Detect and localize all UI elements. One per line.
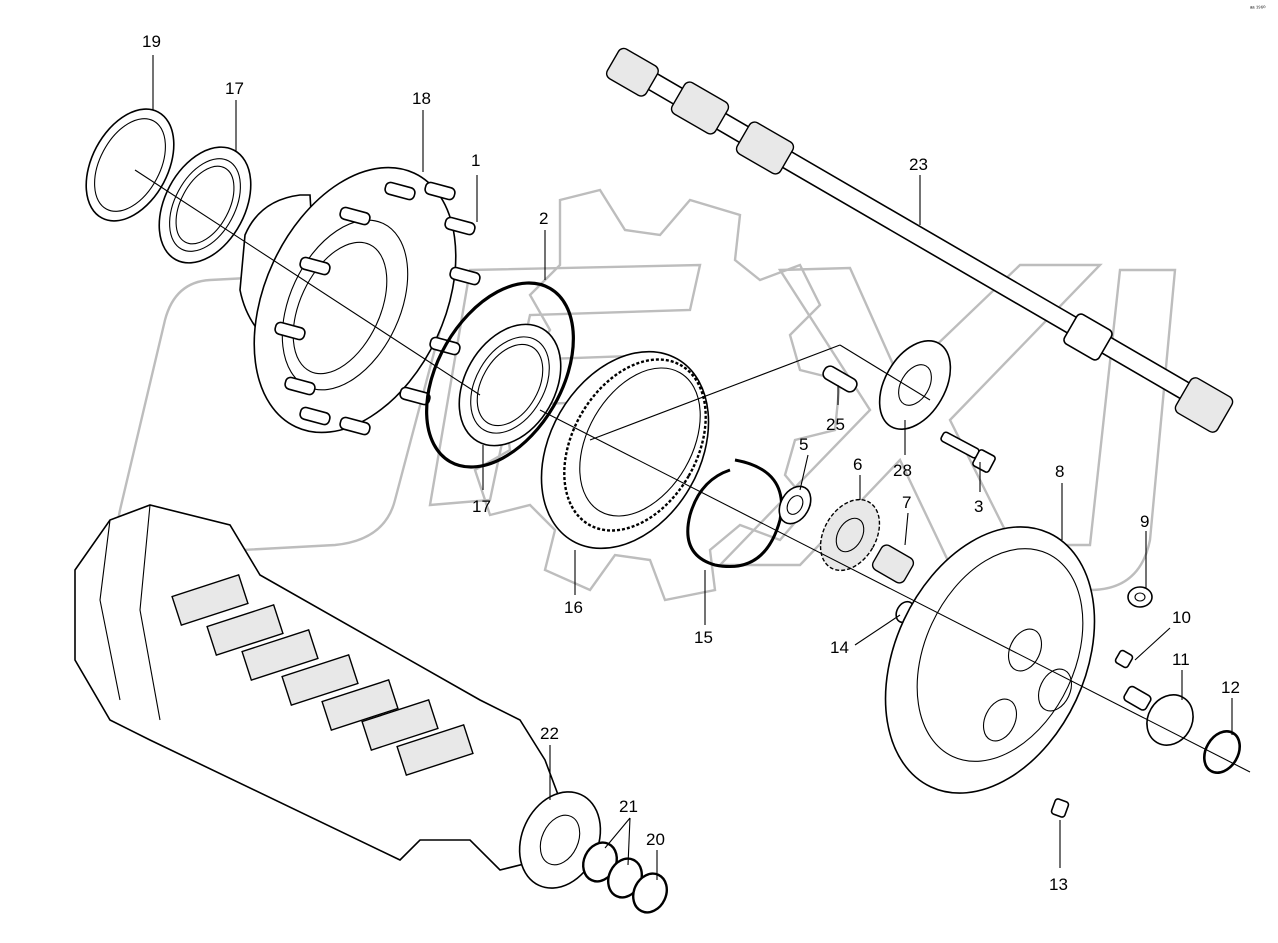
callout-3: 3: [974, 497, 983, 516]
callout-22: 22: [540, 724, 559, 743]
part-25-pin: [822, 365, 858, 393]
part-2-o-ring: [425, 281, 575, 469]
callout-28: 28: [893, 461, 912, 480]
callout-9: 9: [1140, 512, 1149, 531]
part-12-o-ring: [1203, 730, 1241, 774]
part-10-plug: [1114, 649, 1134, 669]
part-23-axle-shaft: [605, 47, 1234, 433]
part-9-nut: [1127, 586, 1153, 608]
callout-8: 8: [1055, 462, 1064, 481]
callout-11: 11: [1172, 650, 1190, 669]
callout-5: 5: [799, 435, 808, 454]
part-20-ring: [632, 872, 668, 914]
part-16-ring-gear: [540, 350, 710, 550]
callout-17-bottom: 17: [472, 497, 491, 516]
part-11-cap: [1123, 685, 1194, 746]
callout-23: 23: [909, 155, 928, 174]
callout-17-top: 17: [225, 79, 244, 98]
part-19-seal: [85, 108, 175, 222]
part-18-wheel-hub: [239, 166, 481, 436]
callout-2: 2: [539, 209, 548, 228]
part-22-axle-housing: [74, 504, 602, 889]
callout-20: 20: [646, 830, 665, 849]
part-6-planet-gear: [819, 498, 881, 572]
callout-12: 12: [1221, 678, 1240, 697]
callout-7: 7: [902, 493, 911, 512]
part-15-snap-ring: [686, 458, 783, 568]
part-13-screw: [1050, 798, 1070, 818]
callout-labels: 19 17 18 1 2 23 25 28 3 17 5 6 7 8 9 10 …: [142, 32, 1240, 894]
part-8-planet-carrier: [884, 526, 1096, 794]
callout-18: 18: [412, 89, 431, 108]
callout-14: 14: [830, 638, 849, 657]
callout-19: 19: [142, 32, 161, 51]
part-3-bolt: [940, 431, 996, 473]
callout-25: 25: [826, 415, 845, 434]
part-5-washer: [778, 485, 812, 525]
callout-16: 16: [564, 598, 583, 617]
part-17-bearing-inner: [458, 323, 562, 447]
callout-1: 1: [471, 151, 480, 170]
callout-21: 21: [619, 797, 638, 816]
callout-10: 10: [1172, 608, 1191, 627]
callout-13: 13: [1049, 875, 1068, 894]
leader-lines: [134, 55, 1251, 880]
part-17-bearing-outer: [158, 146, 252, 264]
callout-15: 15: [694, 628, 713, 647]
part-21-seal-rings: [582, 841, 643, 899]
callout-6: 6: [853, 455, 862, 474]
part-7-needle-bearing: [871, 544, 915, 584]
housing-ribs: [171, 574, 474, 776]
corner-mark: ᵃᵃ ¹⁹⁶⁰: [1250, 5, 1266, 12]
part-28-thrust-washer: [878, 340, 952, 430]
